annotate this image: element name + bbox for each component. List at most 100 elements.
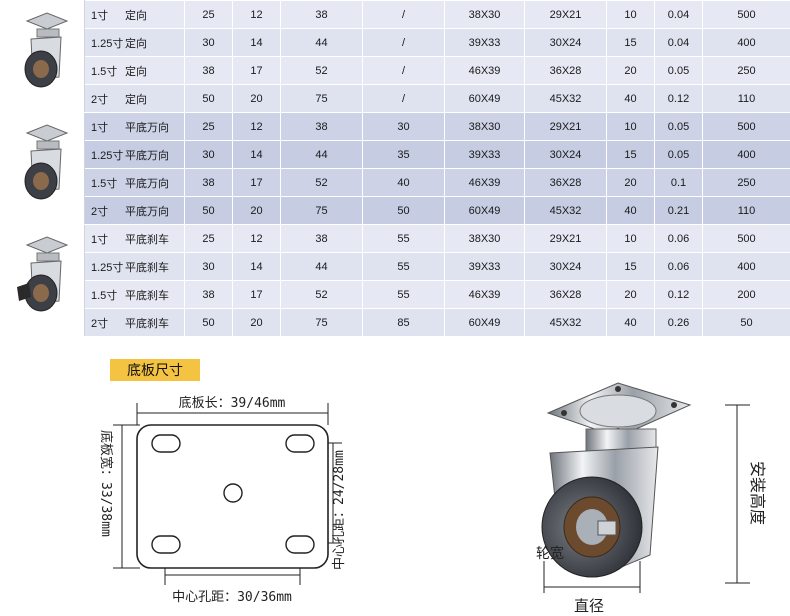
spec-cell: 50 [184,308,233,337]
spec-cell: 12 [232,0,281,29]
spec-cell: 35 [362,140,445,169]
spec-cell: 39X33 [444,140,525,169]
plate-width-text: 底板宽：33/38mm [98,430,114,537]
plate-dimension-diagram: 底板长：39/46mm 底板宽：33/38mm 中心孔距：24/28mm 中心孔… [98,395,347,605]
spec-cell: 60X49 [444,196,525,225]
diameter-text: 直径 [574,598,604,615]
spec-cell: 200 [702,280,790,309]
mount-hole [285,434,315,453]
spec-cell: / [362,28,445,57]
spec-cell: 500 [702,0,790,29]
spec-cell: 30X24 [524,140,607,169]
model-cell: 1寸平底万向 [84,112,185,141]
swivel-caster-icon [0,0,85,113]
spec-cell: 20 [232,84,281,113]
plate-size-label: 底板尺寸 [110,359,200,381]
spec-cell: 44 [280,140,363,169]
spec-cell: 500 [702,112,790,141]
spec-cell: 44 [280,28,363,57]
spec-cell: 14 [232,252,281,281]
spec-cell: 38 [184,56,233,85]
spec-cell: 52 [280,56,363,85]
spec-cell: 0.21 [654,196,703,225]
spec-cell: 0.06 [654,224,703,253]
mount-hole [151,535,181,554]
spec-cell: 75 [280,84,363,113]
spec-cell: 45X32 [524,84,607,113]
spec-cell: 36X28 [524,168,607,197]
install-height-text: 安装高度 [748,461,766,525]
spec-cell: 60X49 [444,308,525,337]
spec-cell: 15 [606,140,655,169]
spec-cell: 29X21 [524,0,607,29]
spec-cell: 10 [606,112,655,141]
model-cell: 2寸平底万向 [84,196,185,225]
plate-length-text: 底板长：39/46mm [179,395,286,411]
spec-cell: 40 [606,84,655,113]
spec-cell: 30 [362,112,445,141]
spec-cell: 30 [184,140,233,169]
spec-cell: 40 [606,308,655,337]
spec-cell: 0.04 [654,0,703,29]
spec-cell: / [362,56,445,85]
spec-cell: 60X49 [444,84,525,113]
spec-cell: 44 [280,252,363,281]
spec-cell: 0.26 [654,308,703,337]
spec-cell: 30 [184,252,233,281]
spec-cell: 46X39 [444,280,525,309]
model-cell: 1.5寸平底刹车 [84,280,185,309]
spec-cell: 0.05 [654,140,703,169]
model-cell: 1.5寸定向 [84,56,185,85]
spec-cell: 40 [606,196,655,225]
spec-cell: / [362,0,445,29]
spec-cell: 400 [702,252,790,281]
spec-cell: 55 [362,224,445,253]
model-cell: 1.25寸定向 [84,28,185,57]
caster-dimension-diagram: 安装高度 轮宽 直径 [536,382,766,615]
spec-cell: 14 [232,28,281,57]
spec-cell: 20 [232,308,281,337]
spec-cell: 110 [702,84,790,113]
spec-cell: 29X21 [524,224,607,253]
hole-spacing-horizontal-text: 中心孔距：30/36mm [172,590,292,605]
spec-cell: 0.05 [654,112,703,141]
spec-cell: 400 [702,28,790,57]
model-cell: 2寸定向 [84,84,185,113]
spec-cell: 15 [606,28,655,57]
spec-cell: 38X30 [444,112,525,141]
spec-cell: 0.06 [654,252,703,281]
spec-cell: 25 [184,112,233,141]
model-cell: 1寸平底刹车 [84,224,185,253]
spec-cell: 0.12 [654,84,703,113]
spec-cell: 0.04 [654,28,703,57]
spec-cell: 36X28 [524,280,607,309]
spec-cell: 17 [232,280,281,309]
spec-cell: 10 [606,224,655,253]
caster-wheel-image [541,382,692,578]
spec-cell: 14 [232,140,281,169]
spec-cell: 52 [280,168,363,197]
mount-hole [285,535,315,554]
spec-cell: 85 [362,308,445,337]
brake-caster-icon [0,224,85,337]
mount-hole [151,434,181,453]
spec-cell: 20 [606,280,655,309]
spec-cell: 20 [232,196,281,225]
spec-cell: 0.1 [654,168,703,197]
spec-cell: 30X24 [524,252,607,281]
center-hole [223,483,243,503]
spec-cell: 38 [184,168,233,197]
spec-cell: 20 [606,56,655,85]
model-cell: 1寸定向 [84,0,185,29]
spec-cell: 0.12 [654,280,703,309]
spec-cell: 50 [362,196,445,225]
spec-cell: 46X39 [444,56,525,85]
